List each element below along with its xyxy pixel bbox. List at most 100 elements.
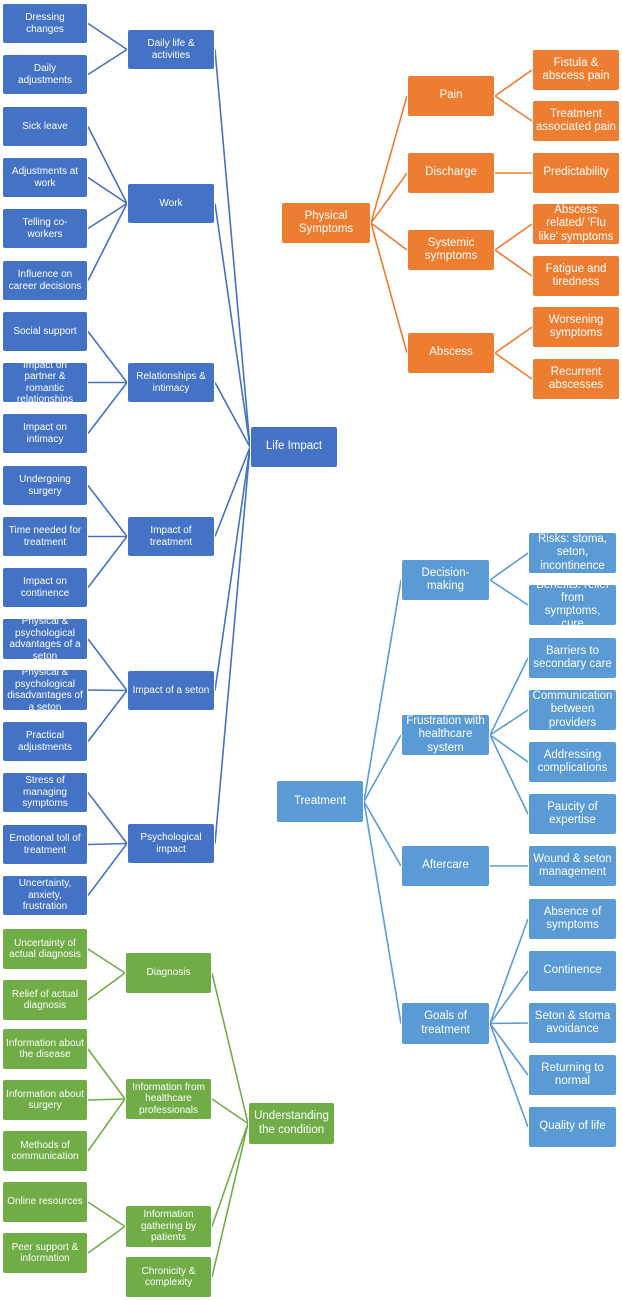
life-impact-item-physical-and-psychological-advantages-of: Physical & psychological advantages of a… bbox=[2, 618, 88, 660]
treatment-group-label: Decision-making bbox=[421, 566, 470, 592]
understanding-link-group-2-item-1 bbox=[87, 1225, 126, 1254]
treatment-group-decision-making: Decision-making bbox=[401, 559, 490, 601]
understanding-root-understanding-the-condition: Understanding the condition bbox=[248, 1102, 335, 1145]
treatment-item-seton-and-stoma-avoidance: Seton & stoma avoidance bbox=[528, 1002, 617, 1044]
life-impact-item-label: Stress of managing symptoms bbox=[22, 775, 68, 810]
physical-symptoms-link-group-2-item-1 bbox=[494, 249, 533, 277]
treatment-item-addressing-complications: Addressing complications bbox=[528, 741, 617, 783]
treatment-item-label: Paucity of expertise bbox=[547, 800, 598, 826]
physical-symptoms-item-predictability: Predictability bbox=[532, 152, 620, 194]
treatment-item-returning-to-normal: Returning to normal bbox=[528, 1054, 617, 1096]
life-impact-item-label: Impact on continence bbox=[20, 576, 70, 599]
physical-symptoms-item-label: Worsening symptoms bbox=[548, 313, 604, 339]
life-impact-link-group-2-item-2 bbox=[87, 382, 128, 434]
physical-symptoms-item-label: Abscess related/ 'Flu like' symptoms bbox=[538, 204, 614, 243]
physical-symptoms-link-root-group-3 bbox=[370, 222, 408, 354]
life-impact-link-group-1-item-0 bbox=[87, 126, 128, 204]
understanding-group-label: Diagnosis bbox=[146, 967, 191, 979]
life-impact-item-stress-of-managing-symptoms: Stress of managing symptoms bbox=[2, 772, 88, 813]
life-impact-item-label: Influence on career decisions bbox=[8, 269, 82, 292]
physical-symptoms-item-worsening-symptoms: Worsening symptoms bbox=[532, 306, 620, 348]
understanding-group-label: Chronicity & complexity bbox=[141, 1265, 196, 1289]
understanding-group-chronicity-and-complexity: Chronicity & complexity bbox=[125, 1256, 212, 1298]
life-impact-item-label: Sick leave bbox=[22, 120, 68, 132]
understanding-item-methods-of-communication: Methods of communication bbox=[2, 1130, 88, 1172]
understanding-link-group-1-item-0 bbox=[87, 1048, 126, 1100]
understanding-group-label: Information from healthcare professional… bbox=[132, 1081, 205, 1116]
physical-symptoms-item-abscess-related-flu-like-symptoms: Abscess related/ 'Flu like' symptoms bbox=[532, 203, 620, 245]
physical-symptoms-root-physical-symptoms: Physical Symptoms bbox=[281, 202, 371, 244]
physical-symptoms-group-label: Abscess bbox=[429, 346, 473, 359]
treatment-link-group-0-item-0 bbox=[489, 552, 529, 581]
physical-symptoms-link-root-group-0 bbox=[370, 95, 408, 224]
life-impact-link-group-3-item-0 bbox=[87, 485, 128, 537]
physical-symptoms-item-label: Fatigue and tiredness bbox=[545, 262, 607, 288]
treatment-item-communication-between-providers: Communication between providers bbox=[528, 689, 617, 731]
treatment-link-group-3-item-3 bbox=[489, 1023, 529, 1076]
treatment-group-label: Frustration with healthcare system bbox=[406, 715, 485, 754]
understanding-group-label: Information gathering by patients bbox=[140, 1209, 197, 1244]
life-impact-link-root-group-0 bbox=[214, 49, 251, 448]
treatment-group-aftercare: Aftercare bbox=[401, 845, 490, 887]
understanding-link-group-0-item-0 bbox=[87, 948, 126, 974]
understanding-item-label: Relief of actual diagnosis bbox=[11, 988, 79, 1012]
physical-symptoms-group-label: Systemic symptoms bbox=[424, 236, 478, 262]
life-impact-link-group-1-item-1 bbox=[87, 176, 128, 205]
life-impact-item-label: Social support bbox=[13, 325, 77, 337]
treatment-group-goals-of-treatment: Goals of treatment bbox=[401, 1002, 490, 1045]
treatment-link-group-3-item-2 bbox=[489, 1022, 529, 1025]
physical-symptoms-item-fistula-and-abscess-pain: Fistula & abscess pain bbox=[532, 49, 620, 91]
life-impact-item-impact-on-continence: Impact on continence bbox=[2, 567, 88, 608]
life-impact-group-relationships-and-intimacy: Relationships & intimacy bbox=[127, 362, 215, 403]
understanding-item-online-resources: Online resources bbox=[2, 1181, 88, 1223]
understanding-item-relief-of-actual-diagnosis: Relief of actual diagnosis bbox=[2, 979, 88, 1021]
understanding-group-information-from-healthcare-professional: Information from healthcare professional… bbox=[125, 1078, 212, 1120]
life-impact-item-sick-leave: Sick leave bbox=[2, 106, 88, 147]
life-impact-link-root-group-3 bbox=[214, 446, 251, 537]
treatment-link-group-3-item-0 bbox=[489, 918, 529, 1024]
treatment-item-paucity-of-expertise: Paucity of expertise bbox=[528, 793, 617, 835]
treatment-item-risks-stoma-seton-incontinence: Risks: stoma, seton, incontinence bbox=[528, 532, 617, 574]
physical-symptoms-group-systemic-symptoms: Systemic symptoms bbox=[407, 229, 495, 271]
treatment-link-root-group-3 bbox=[363, 801, 402, 1024]
life-impact-group-impact-of-treatment: Impact of treatment bbox=[127, 516, 215, 557]
life-impact-item-label: Physical & psychological advantages of a… bbox=[9, 618, 81, 660]
life-impact-item-label: Impact on intimacy bbox=[23, 422, 67, 445]
physical-symptoms-link-root-group-1 bbox=[370, 172, 408, 224]
understanding-item-label: Uncertainty of actual diagnosis bbox=[9, 937, 81, 961]
life-impact-item-adjustments-at-work: Adjustments at work bbox=[2, 157, 88, 198]
treatment-item-absence-of-symptoms: Absence of symptoms bbox=[528, 898, 617, 940]
physical-symptoms-item-label: Fistula & abscess pain bbox=[542, 56, 610, 82]
understanding-item-information-about-surgery: Information about surgery bbox=[2, 1079, 88, 1121]
physical-symptoms-link-group-2-item-0 bbox=[494, 223, 533, 251]
understanding-item-peer-support-and-information: Peer support & information bbox=[2, 1232, 88, 1274]
understanding-group-diagnosis: Diagnosis bbox=[125, 952, 212, 994]
life-impact-item-practical-adjustments: Practical adjustments bbox=[2, 721, 88, 762]
treatment-item-label: Continence bbox=[543, 964, 602, 977]
physical-symptoms-root-label: Physical Symptoms bbox=[298, 209, 354, 235]
physical-symptoms-link-group-0-item-1 bbox=[494, 95, 533, 122]
life-impact-item-label: Daily adjustments bbox=[18, 63, 72, 86]
treatment-item-label: Seton & stoma avoidance bbox=[534, 1009, 611, 1035]
life-impact-item-label: Physical & psychological disadvantages o… bbox=[7, 669, 83, 711]
physical-symptoms-item-recurrent-abscesses: Recurrent abscesses bbox=[532, 358, 620, 400]
treatment-item-benefits-relief-from-symptoms-cure: Benefits: relief from symptoms, cure bbox=[528, 584, 617, 626]
physical-symptoms-group-label: Discharge bbox=[425, 166, 477, 179]
treatment-item-label: Risks: stoma, seton, incontinence bbox=[537, 533, 607, 572]
treatment-link-group-0-item-1 bbox=[489, 579, 529, 606]
physical-symptoms-group-pain: Pain bbox=[407, 75, 495, 117]
understanding-group-information-gathering-by-patients: Information gathering by patients bbox=[125, 1205, 212, 1248]
treatment-link-group-1-item-3 bbox=[489, 734, 529, 815]
life-impact-item-uncertainty-anxiety-frustration: Uncertainty, anxiety, frustration bbox=[2, 875, 88, 916]
life-impact-link-group-4-item-2 bbox=[87, 690, 128, 742]
life-impact-link-group-4-item-1 bbox=[87, 689, 128, 692]
understanding-link-root-group-1 bbox=[211, 1098, 249, 1125]
life-impact-link-root-group-1 bbox=[214, 203, 251, 448]
life-impact-item-impact-on-partner-and-romantic-relations: Impact on partner & romantic relationshi… bbox=[2, 362, 88, 403]
physical-symptoms-item-label: Treatment associated pain bbox=[536, 107, 616, 133]
physical-symptoms-item-treatment-associated-pain: Treatment associated pain bbox=[532, 100, 620, 142]
physical-symptoms-link-root-group-2 bbox=[370, 222, 408, 251]
life-impact-link-group-2-item-0 bbox=[87, 331, 128, 383]
physical-symptoms-item-label: Recurrent abscesses bbox=[548, 365, 604, 391]
understanding-root-label: Understanding the condition bbox=[254, 1110, 329, 1136]
